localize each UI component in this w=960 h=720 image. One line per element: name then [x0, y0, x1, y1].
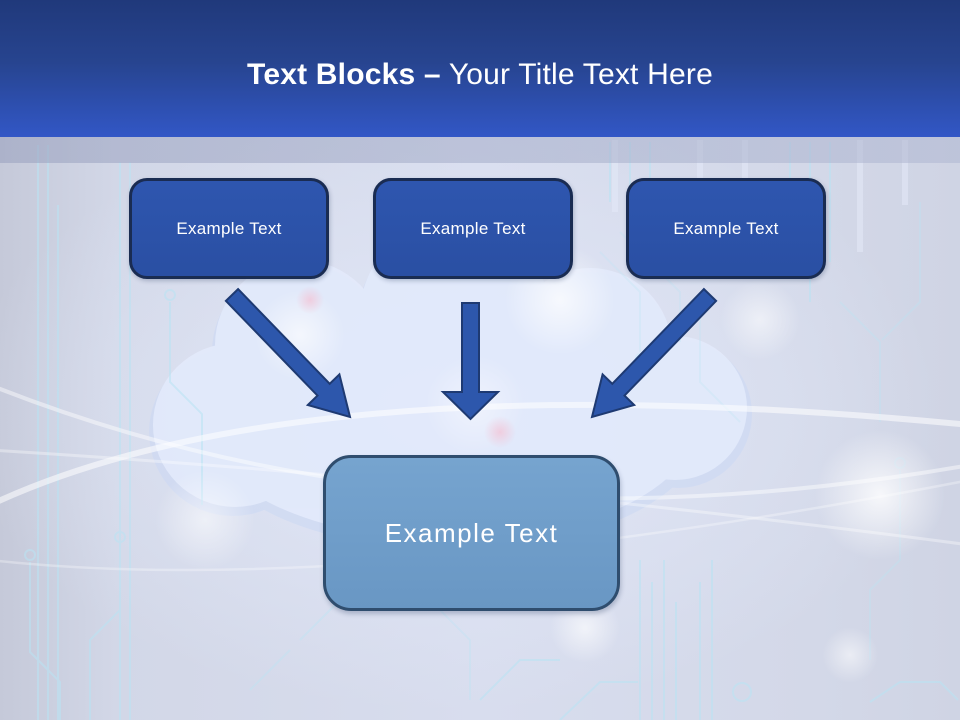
- text-block-3-label: Example Text: [673, 218, 779, 238]
- summary-block: Example Text: [323, 455, 620, 611]
- text-block-2: Example Text: [373, 178, 573, 279]
- summary-block-label: Example Text: [384, 517, 559, 548]
- text-block-2-label: Example Text: [420, 218, 526, 238]
- text-block-1: Example Text: [129, 178, 329, 279]
- text-block-1-label: Example Text: [176, 218, 282, 238]
- header-divider-band: [0, 137, 960, 163]
- text-block-3: Example Text: [626, 178, 826, 279]
- slide-title: Text Blocks – Your Title Text Here: [247, 58, 713, 92]
- circuit-traces: [24, 142, 959, 720]
- title-bold-segment: Text Blocks –: [247, 58, 441, 91]
- slide-header: Text Blocks – Your Title Text Here: [0, 0, 960, 137]
- title-regular-segment: Your Title Text Here: [448, 58, 713, 91]
